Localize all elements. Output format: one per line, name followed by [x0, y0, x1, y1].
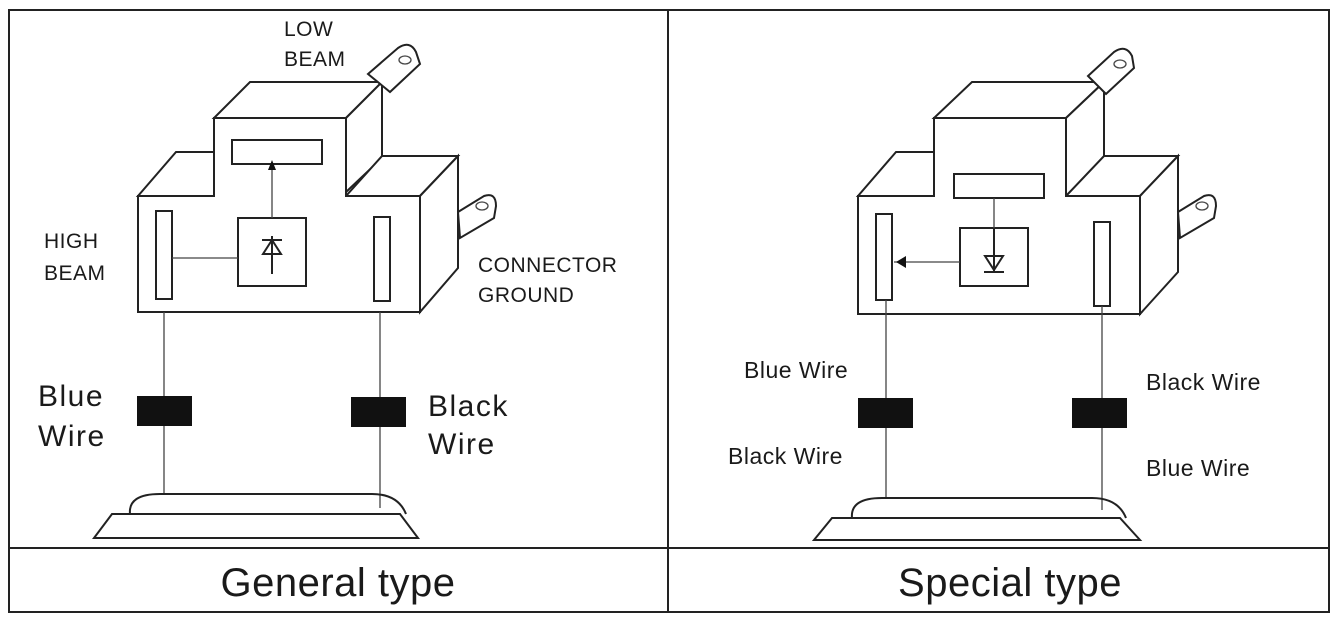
high-beam-label-line1: HIGH [44, 230, 99, 253]
left-wire-connector [858, 398, 913, 428]
black-wire-connector [351, 397, 406, 427]
arrow-up-icon [268, 160, 276, 170]
blue-wire-label-line1: Blue [38, 380, 104, 413]
base-plate [811, 517, 1143, 541]
left-wing-top-face [135, 151, 215, 197]
black-wire-label-line2: Wire [428, 428, 496, 461]
base-plate [92, 513, 420, 539]
special-type-caption: Special type [898, 561, 1122, 605]
diode-icon [983, 228, 1005, 273]
low-beam-tab-hole [398, 55, 412, 65]
low-beam-slot [231, 139, 323, 165]
black-wire-label-line1: Black [428, 390, 509, 423]
blue-wire-label-line2: Wire [38, 420, 106, 453]
diode-icon [261, 236, 283, 274]
body-front-face [137, 117, 421, 313]
left-bottom-wire-label: Black Wire [728, 443, 843, 469]
right-bottom-wire-label: Blue Wire [1146, 455, 1250, 481]
base-lamp-curve [128, 493, 407, 515]
connector-body [855, 47, 1218, 317]
high-beam-label-line2: BEAM [44, 262, 106, 285]
ground-tab-hole [475, 201, 489, 211]
right-wire-connector [1072, 398, 1127, 428]
top-tab-hole [1113, 59, 1127, 69]
left-slot [875, 213, 893, 301]
high-beam-slot [155, 210, 173, 300]
special-type-panel: Blue Wire Black Wire Black Wire Blue Wir… [728, 47, 1261, 605]
right-top-wire-label: Black Wire [1146, 369, 1261, 395]
blue-wire-connector [137, 396, 192, 426]
connector-label-line2: GROUND [478, 284, 574, 307]
connector-body [135, 43, 498, 315]
arrow-left-icon [896, 256, 906, 268]
low-beam-label-line1: LOW [284, 18, 333, 41]
left-wing-top-face [855, 151, 935, 197]
right-slot [1093, 221, 1111, 307]
top-slot [953, 173, 1045, 199]
body-front-face [857, 117, 1141, 315]
ground-slot [373, 216, 391, 302]
side-tab-hole [1195, 201, 1209, 211]
left-top-wire-label: Blue Wire [744, 357, 848, 383]
base-lamp-curve [850, 497, 1127, 519]
low-beam-label-line2: BEAM [284, 48, 346, 71]
ground-terminal-tab [456, 194, 498, 240]
general-type-caption: General type [220, 561, 455, 605]
connector-label-line1: CONNECTOR [478, 254, 617, 277]
general-type-panel: LOW BEAM HIGH BEAM CONNECTOR GROUND Blue… [38, 18, 617, 605]
side-terminal-tab [1176, 194, 1218, 240]
